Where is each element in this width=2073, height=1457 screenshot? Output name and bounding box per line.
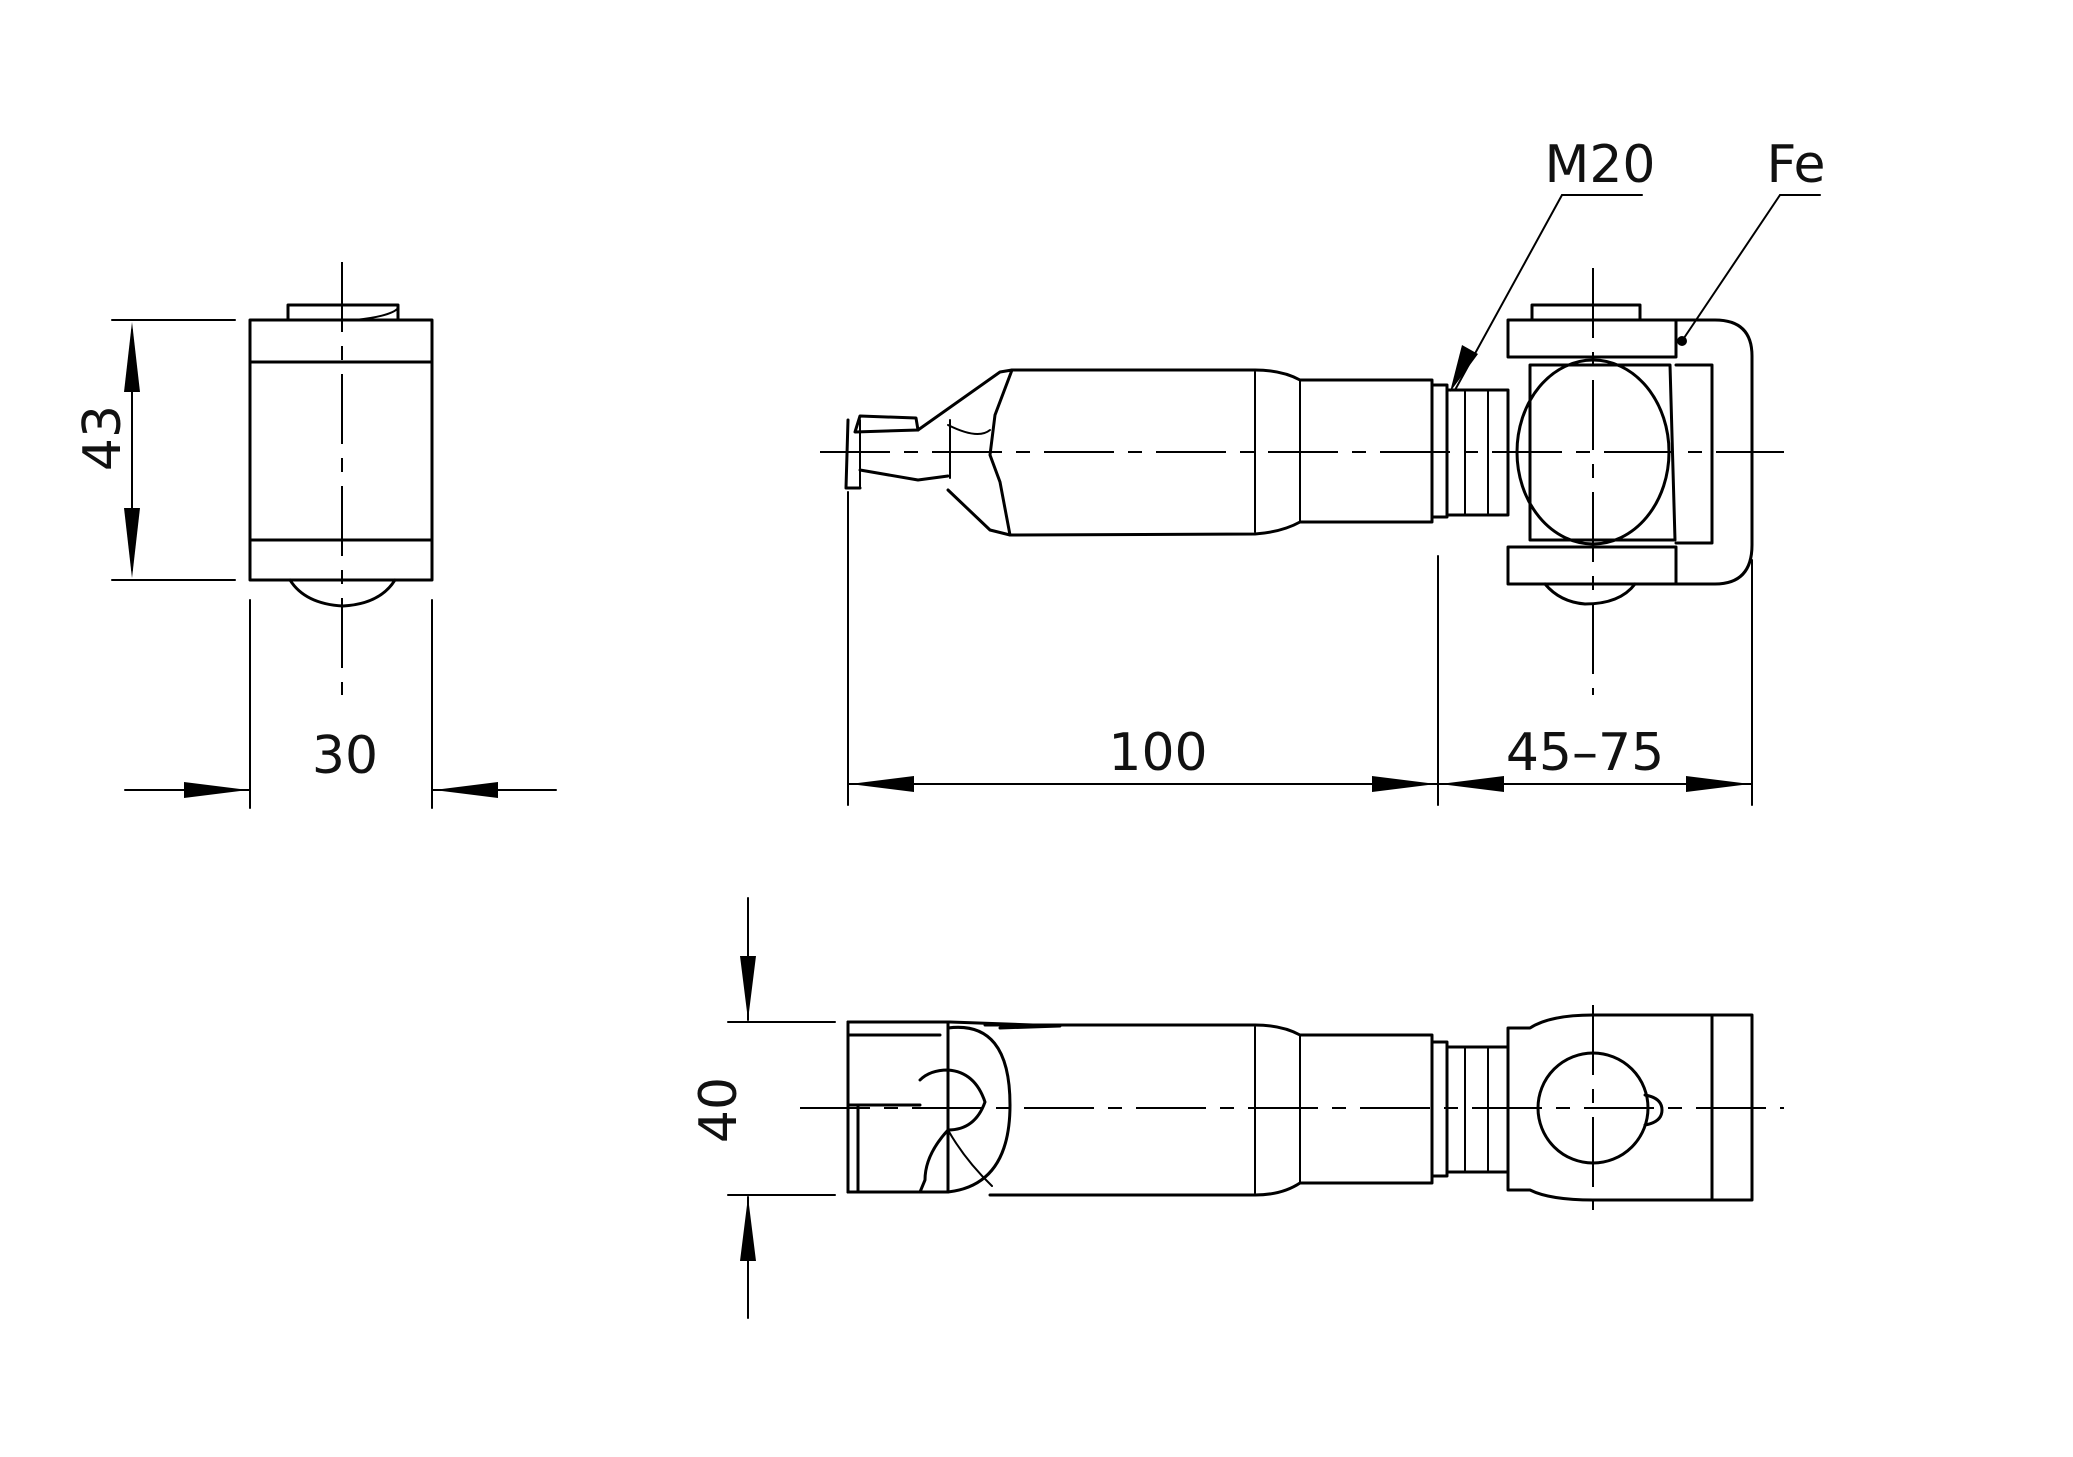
front-cone [916,368,1014,537]
leader-fe-dot [1677,336,1687,346]
front-view: M20 Fe 100 45–75 [820,135,1826,806]
dim-30-label: 30 [312,726,378,786]
top-barrel [983,1023,1434,1197]
dim-43-label: 43 [73,405,133,471]
dim-4575-label: 45–75 [1506,723,1664,783]
dim-100-arrow-right [1372,776,1436,792]
top-bulb-facet [947,1129,993,1187]
top-hinge-body [1506,1013,1754,1202]
top-view: 40 [689,897,1784,1319]
front-knuckle-cap [1530,303,1642,322]
callout-m20: M20 [1544,135,1655,195]
top-bulb-inner [918,1068,987,1194]
side-view: 43 30 [73,262,557,809]
front-tip-edge [844,418,862,490]
callout-fe: Fe [1766,135,1825,195]
side-top-cap-curve [354,307,399,321]
top-hinge-nub [1643,1093,1664,1127]
front-strap-inner [1674,363,1714,545]
front-strap-outer [1674,318,1754,586]
dim-100-arrow-left [850,776,914,792]
leader-m20-arrow [1450,345,1478,392]
dim-40-label: 40 [689,1077,749,1143]
front-tip-lower [858,468,950,482]
top-bulb [946,1025,1012,1194]
dim-43-arrow-bottom [124,508,140,578]
dim-100-label: 100 [1108,723,1207,783]
top-tip [846,1103,860,1194]
dim-4575-arrow-left [1440,776,1504,792]
dim-40-arrow-bottom [740,1197,756,1261]
dim-43-arrow-top [124,322,140,392]
front-housing [1528,363,1677,542]
front-knuckle-bottom-cap [1543,582,1637,606]
dim-40-arrow-top [740,956,756,1020]
leader-fe [1683,194,1781,339]
front-cone-facet [947,424,991,435]
dim-30-arrow-left [184,782,248,798]
dim-30-arrow-right [434,782,498,798]
dim-4575-arrow-right [1686,776,1750,792]
top-head-ribs [846,1103,922,1194]
front-tip-blade [853,414,920,434]
top-thread [1445,1045,1510,1174]
